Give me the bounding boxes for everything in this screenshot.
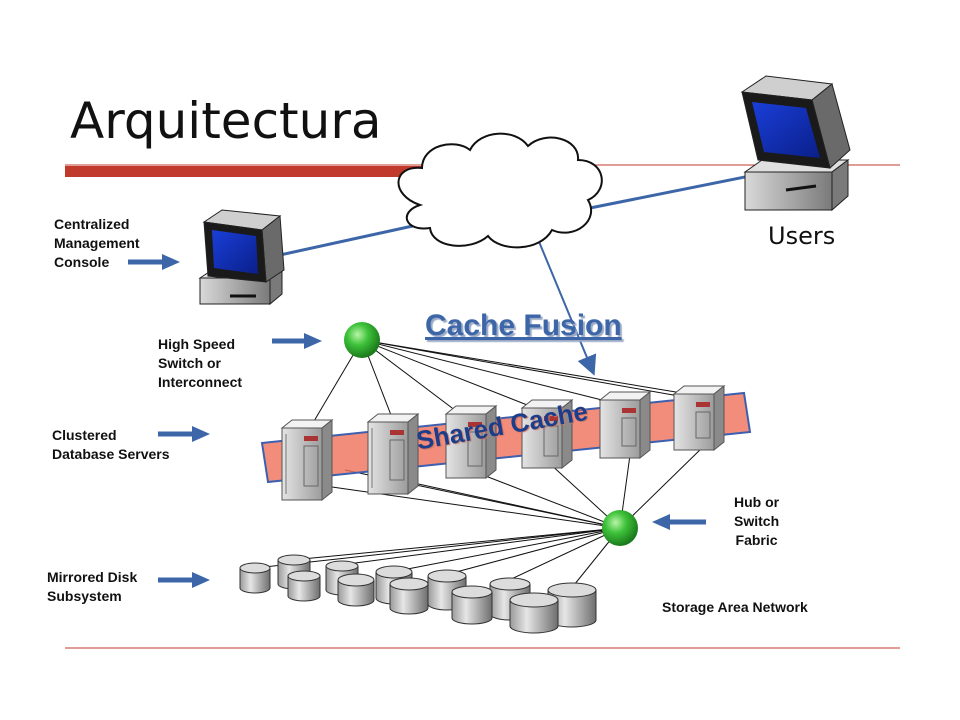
- console-label: Centralized Management Console: [54, 215, 140, 272]
- server-icon: [598, 390, 652, 460]
- disk-icon: [389, 577, 429, 615]
- server-icon: [672, 384, 726, 452]
- disk-group: [239, 554, 597, 634]
- disk-icon: [287, 570, 321, 602]
- server-icon: [444, 404, 498, 480]
- disk-icon: [337, 573, 375, 607]
- console-computer-icon: [198, 209, 285, 306]
- hub-label: Hub or Switch Fabric: [734, 493, 779, 550]
- cache-fusion-label: Cache Fusion: [425, 309, 622, 342]
- callout-arrows: [128, 254, 706, 588]
- hub-switch-node-icon: [602, 510, 638, 546]
- interconnect-label-line: Interconnect: [158, 374, 243, 390]
- cloud-cache-arrow: [534, 231, 597, 376]
- title-accent-bar: [65, 166, 460, 177]
- arrow-icon: [158, 426, 210, 442]
- interconnect-links: [303, 339, 701, 439]
- servers-label-line: Clustered: [52, 427, 117, 443]
- page-title: Arquitectura: [70, 92, 382, 150]
- server-group: [280, 384, 726, 502]
- console-label-line: Management: [54, 235, 140, 251]
- user-computer-icon: [740, 75, 851, 212]
- console-label-line: Centralized: [54, 216, 130, 232]
- users-label: Users: [768, 222, 836, 250]
- arrow-icon: [128, 254, 180, 270]
- hub-label-line: Switch: [734, 513, 780, 529]
- hub-label-line: Fabric: [735, 532, 778, 548]
- interconnect-label-line: Switch or: [158, 355, 222, 371]
- arrow-icon: [652, 514, 706, 530]
- server-icon: [520, 398, 574, 470]
- cloud-icon: [397, 132, 603, 249]
- interconnect-switch-node-icon: [344, 322, 380, 358]
- servers-label: Clustered Database Servers: [52, 426, 170, 464]
- console-label-line: Console: [54, 254, 110, 270]
- hub-label-line: Hub or: [734, 494, 780, 510]
- disks-label-line: Subsystem: [47, 588, 122, 604]
- server-icon: [280, 418, 334, 502]
- disk-icon: [239, 562, 271, 594]
- arrow-icon: [158, 572, 210, 588]
- server-icon: [366, 412, 420, 496]
- interconnect-label-line: High Speed: [158, 336, 236, 352]
- san-label: Storage Area Network: [662, 599, 808, 615]
- disk-icon: [509, 592, 559, 634]
- disks-label: Mirrored Disk Subsystem: [47, 568, 137, 606]
- disk-icon: [451, 585, 493, 625]
- arrow-icon: [272, 333, 322, 349]
- servers-label-line: Database Servers: [52, 446, 170, 462]
- storage-links: [254, 527, 621, 591]
- users-cloud-link: [579, 170, 771, 212]
- disks-label-line: Mirrored Disk: [47, 569, 138, 585]
- interconnect-label: High Speed Switch or Interconnect: [158, 335, 242, 392]
- disk-icon: [547, 582, 597, 628]
